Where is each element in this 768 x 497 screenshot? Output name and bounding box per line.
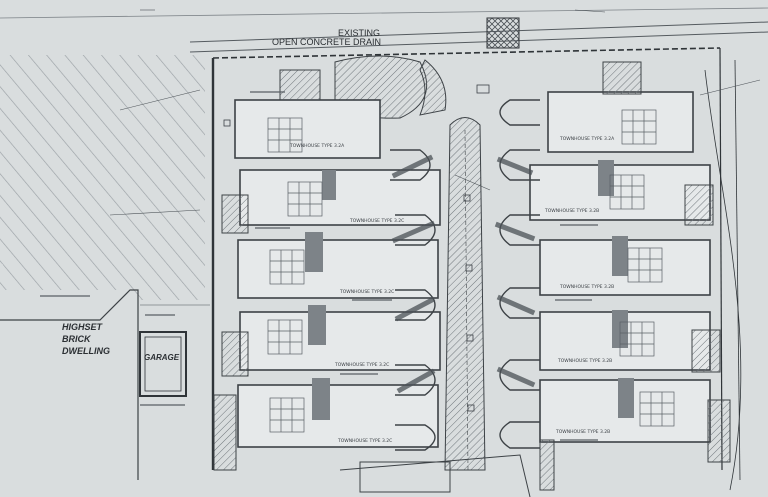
townhouse-right-3-label: TOWNHOUSE TYPE 3.2B [559,284,614,290]
drain-label-line1: EXISTING [338,28,380,38]
townhouse-right-5-label: TOWNHOUSE TYPE 3.2B [555,429,610,435]
townhouse-right-4-label: TOWNHOUSE TYPE 3.2B [557,358,612,364]
right-garage-bays [499,99,540,449]
townhouse-left-5-label: TOWNHOUSE TYPE 3.2C [337,438,392,444]
garage-label: GARAGE [144,353,180,362]
left-block-hatched-walls [213,69,336,471]
townhouse-right-1-label: TOWNHOUSE TYPE 3.2A [559,136,615,142]
neighbour-dwelling-outline [0,289,139,480]
fine-print-notes [40,91,598,441]
entry-detail [339,439,555,497]
garage-building [139,331,187,397]
window-grids [267,109,675,433]
left-garage-bays [390,149,436,451]
driveway-markers [223,84,490,412]
central-driveway [334,55,486,471]
neighbour-label-line3: DWELLING [62,346,110,356]
townhouse-left-3-label: TOWNHOUSE TYPE 3.2C [339,289,394,295]
left-townhouse-block [234,99,441,448]
right-block-hatched-walls [598,61,731,463]
drain-label-line2: OPEN CONCRETE DRAIN [272,37,381,47]
townhouse-left-2-label: TOWNHOUSE TYPE 3.2C [349,218,404,224]
townhouse-right-2-label: TOWNHOUSE TYPE 3.2B [544,208,599,214]
drain-band [0,7,768,53]
stair-marks [391,154,536,394]
neighbour-label-line2: BRICK [62,334,92,344]
annotation-leaders [109,9,761,306]
neighbour-lot-hatch [0,55,205,300]
townhouse-left-1-label: TOWNHOUSE TYPE 3.2A [289,143,345,149]
townhouse-left-4-label: TOWNHOUSE TYPE 3.2C [334,362,389,368]
neighbour-label-line1: HIGHSET [62,322,104,332]
